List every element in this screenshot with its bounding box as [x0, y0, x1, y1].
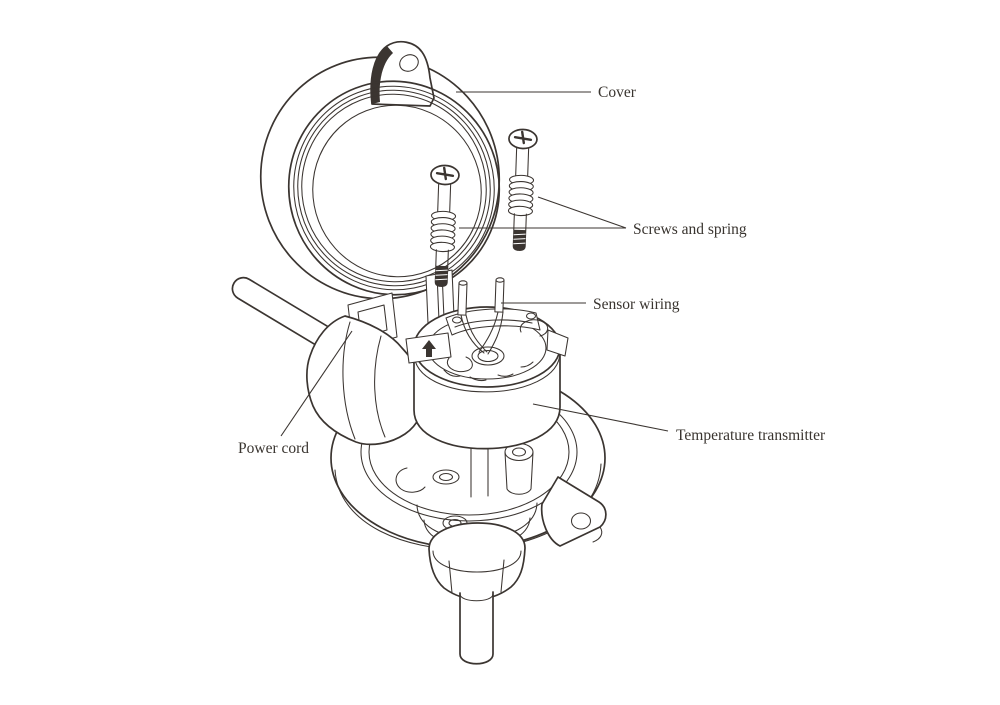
terminal-block [405, 332, 452, 364]
sensor-pin-left [457, 280, 468, 316]
screw-with-spring-right [507, 128, 538, 251]
leader-transmitter [532, 403, 669, 432]
orientation-arrow-icon [422, 340, 436, 357]
screw-with-spring-left [429, 164, 460, 287]
retaining-clip [395, 467, 426, 493]
lug-hole [570, 512, 592, 530]
cover-part [259, 40, 501, 300]
spring [429, 210, 457, 253]
label-screws-and-spring: Screws and spring [633, 221, 747, 238]
hex-nut [428, 522, 526, 600]
label-temperature-transmitter: Temperature transmitter [676, 427, 826, 444]
cover-hinge-tab [370, 40, 435, 107]
transmitter-ear [546, 329, 569, 357]
leader-screws-upper [537, 196, 627, 229]
label-sensor-wiring: Sensor wiring [593, 296, 680, 313]
flange-hinge-lug [540, 476, 607, 547]
probe-stem [459, 591, 494, 665]
base-interior-details [395, 442, 534, 531]
labels: Cover Screws and spring Sensor wiring Te… [238, 84, 826, 457]
wire-hole [471, 346, 505, 366]
power-cord-part [231, 276, 426, 446]
process-connection [416, 502, 538, 665]
label-power-cord: Power cord [238, 440, 309, 457]
phillips-cross-icon [513, 130, 533, 145]
leader-lines [280, 91, 669, 437]
sensor-wiring-part [457, 277, 505, 355]
sensor-pin-right [494, 277, 505, 313]
phillips-cross-icon [435, 166, 455, 181]
temperature-transmitter-part [405, 306, 569, 450]
spring [507, 174, 535, 217]
cable-gland [306, 315, 426, 446]
hinge-tab-hole [399, 54, 419, 72]
threaded-tip [434, 265, 449, 287]
threaded-tip [512, 229, 527, 251]
cover-inner-opening [312, 104, 482, 278]
label-cover: Cover [598, 84, 637, 101]
leader-power-cord [280, 330, 353, 437]
